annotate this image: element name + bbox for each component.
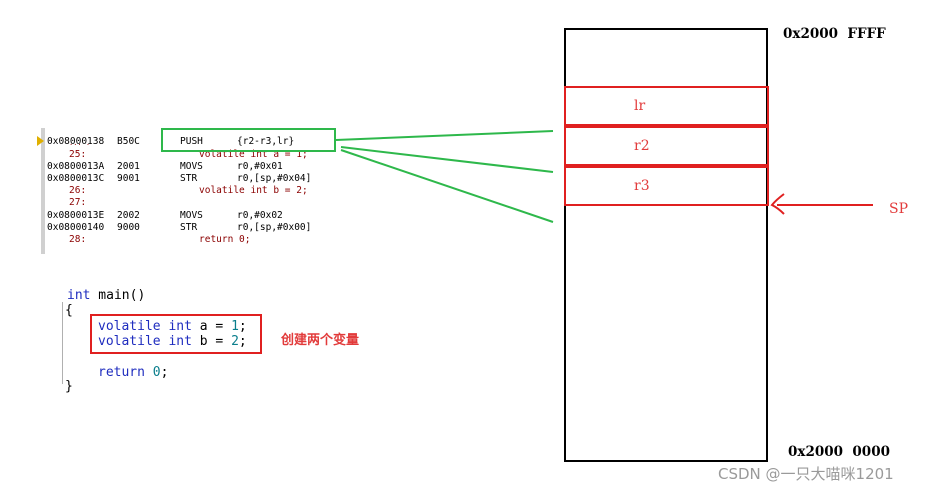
- push-highlight-box: [161, 128, 336, 152]
- disassembly-partial-line: ... .: [47, 126, 90, 147]
- current-instruction-arrow-icon: [37, 136, 44, 146]
- instruction-mnemonic: STR: [180, 173, 198, 184]
- source-line-text: volatile int a = 1;: [199, 149, 308, 160]
- source-line-b: volatile int b = 2;: [98, 334, 247, 350]
- instruction-mnemonic: STR: [180, 222, 198, 233]
- source-line-text: volatile int b = 2;: [199, 185, 308, 196]
- stack-slot-label: r2: [634, 138, 650, 154]
- stack-bottom-address: 0x2000 0000: [788, 444, 890, 460]
- instruction-operands: r0,[sp,#0x04]: [237, 173, 312, 184]
- return-semicolon: ;: [160, 365, 169, 380]
- instruction-opcode: 9000: [117, 222, 140, 233]
- fold-guide: [62, 302, 63, 384]
- source-close-brace: }: [65, 379, 73, 394]
- instruction-opcode: 2001: [117, 161, 140, 172]
- source-line-number: 27:: [69, 197, 87, 208]
- stack-memory-block: [564, 28, 768, 462]
- instruction-address: 0x08000140: [47, 222, 105, 233]
- return-value: 0: [152, 365, 161, 380]
- stack-top-address: 0x2000 FFFF: [783, 26, 886, 42]
- instruction-operands: r0,#0x02: [237, 210, 283, 221]
- stack-slot-label: lr: [634, 98, 646, 114]
- sp-label: SP: [889, 201, 909, 217]
- main-signature: main(): [90, 288, 146, 303]
- decl-b-name: b =: [191, 334, 232, 349]
- source-line-return: return 0;: [98, 365, 168, 381]
- return-keyword: return: [98, 365, 145, 380]
- variables-highlight-box: [90, 314, 262, 354]
- create-variables-annotation: 创建两个变量: [281, 333, 360, 348]
- connector-r2: [340, 146, 554, 173]
- source-line-text: return 0;: [199, 234, 251, 245]
- disassembly-panel: ... . 0x08000138 B50C PUSH {r2-r3,lr} 25: vol…: [0, 0, 520, 260]
- instruction-mnemonic: MOVS: [180, 161, 203, 172]
- main-return-type: int: [67, 288, 91, 303]
- source-line-main: int main(): [67, 288, 145, 304]
- source-open-brace: {: [65, 303, 73, 318]
- source-line-number: 26:: [69, 185, 87, 196]
- watermark: CSDN @一只大喵咪1201: [718, 465, 894, 483]
- instruction-address: 0x0800013A: [47, 161, 105, 172]
- instruction-address: 0x08000138: [47, 136, 105, 147]
- stack-slot-r3: r3: [564, 166, 769, 206]
- decl-a-value: 1: [231, 319, 239, 334]
- instruction-mnemonic: MOVS: [180, 210, 203, 221]
- instruction-operands: r0,[sp,#0x00]: [237, 222, 312, 233]
- decl-a-keyword: volatile int: [98, 319, 192, 334]
- instruction-opcode: 9001: [117, 173, 140, 184]
- decl-a-name: a =: [191, 319, 232, 334]
- decl-b-value: 2: [231, 334, 239, 349]
- source-line-number: 25:: [69, 149, 87, 160]
- connector-r3: [340, 149, 554, 223]
- source-line-a: volatile int a = 1;: [98, 319, 247, 335]
- instruction-operands: r0,#0x01: [237, 161, 283, 172]
- instruction-opcode: B50C: [117, 136, 140, 147]
- stack-slot-lr: lr: [564, 86, 769, 126]
- instruction-opcode: 2002: [117, 210, 140, 221]
- stack-slot-label: r3: [634, 178, 650, 194]
- decl-a-semicolon: ;: [238, 319, 247, 334]
- sp-pointer-arrowhead-icon: [770, 193, 785, 215]
- source-panel: int main() { volatile int a = 1; volatil…: [60, 288, 300, 398]
- source-line-number: 28:: [69, 234, 87, 245]
- instruction-operands: {r2-r3,lr}: [237, 136, 295, 147]
- decl-b-keyword: volatile int: [98, 334, 192, 349]
- decl-b-semicolon: ;: [238, 334, 247, 349]
- partial-lineno: ... .: [69, 138, 91, 147]
- disassembly-gutter: [41, 128, 45, 254]
- instruction-mnemonic: PUSH: [180, 136, 203, 147]
- instruction-address: 0x0800013E: [47, 210, 105, 221]
- connector-lr: [335, 130, 554, 141]
- stack-slot-r2: r2: [564, 126, 769, 166]
- instruction-address: 0x0800013C: [47, 173, 105, 184]
